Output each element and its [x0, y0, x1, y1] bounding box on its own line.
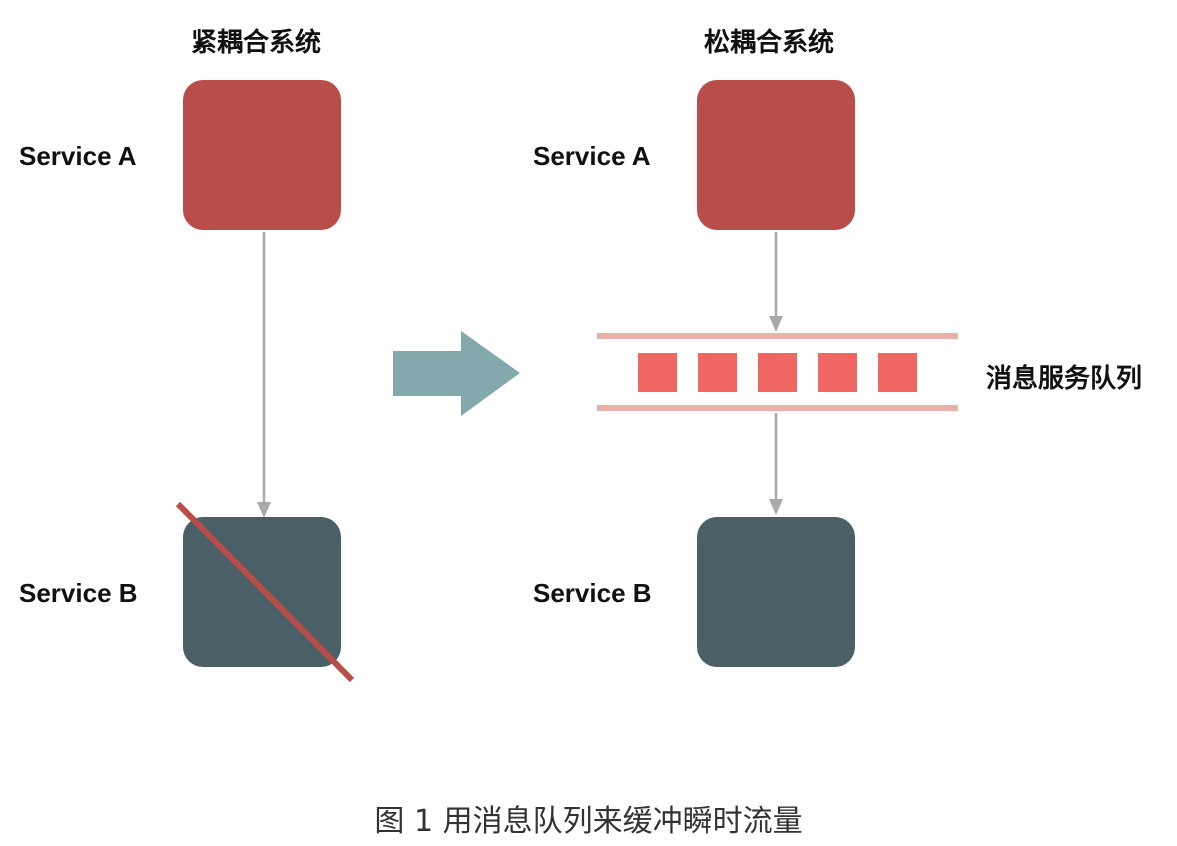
failure-cross-line [175, 501, 355, 683]
right-service-a-label: Service A [533, 141, 651, 171]
right-panel-title: 松耦合系统 [704, 28, 835, 58]
left-service-a-box [183, 80, 341, 230]
queue-top-rail [597, 333, 958, 339]
transition-arrow-icon [393, 331, 520, 416]
right-service-a-box [697, 80, 855, 230]
figure-caption: 图 1 用消息队列来缓冲瞬时流量 [374, 804, 803, 839]
queue-message [698, 353, 737, 392]
queue-message [878, 353, 917, 392]
queue-message [758, 353, 797, 392]
left-panel-title: 紧耦合系统 [191, 28, 322, 58]
right-service-b-box [697, 517, 855, 667]
queue-messages [638, 353, 917, 392]
right-connector-top-arrowhead [769, 316, 783, 332]
queue-message [638, 353, 677, 392]
queue-bottom-rail [597, 405, 958, 411]
right-connector-bottom-arrowhead [769, 499, 783, 515]
left-connector-arrowhead [257, 502, 271, 518]
queue-message [818, 353, 857, 392]
left-service-b-label: Service B [19, 578, 138, 608]
queue-label: 消息服务队列 [986, 364, 1143, 394]
right-service-b-label: Service B [533, 578, 652, 608]
left-service-a-label: Service A [19, 141, 137, 171]
